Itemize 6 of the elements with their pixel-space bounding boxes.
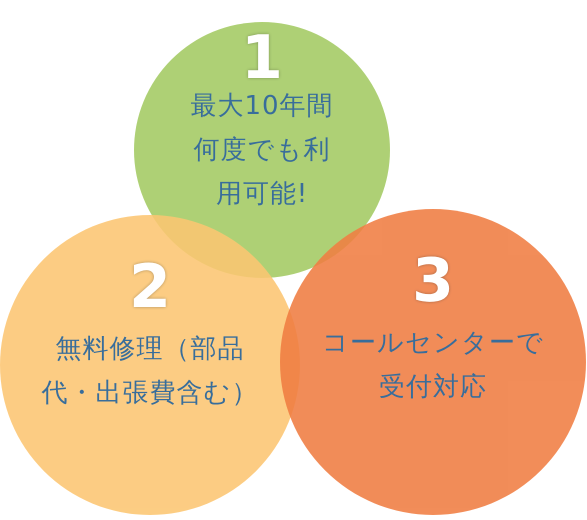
circle-text: 最大10年間何度でも利用可能! [189,90,335,211]
circle-text: コールセンターで受付対応 [321,327,545,404]
circle-text: 無料修理（部品代・出張費含む） [40,333,260,410]
number: 1 [241,26,284,90]
number: 2 [128,255,172,319]
number: 3 [411,249,455,313]
